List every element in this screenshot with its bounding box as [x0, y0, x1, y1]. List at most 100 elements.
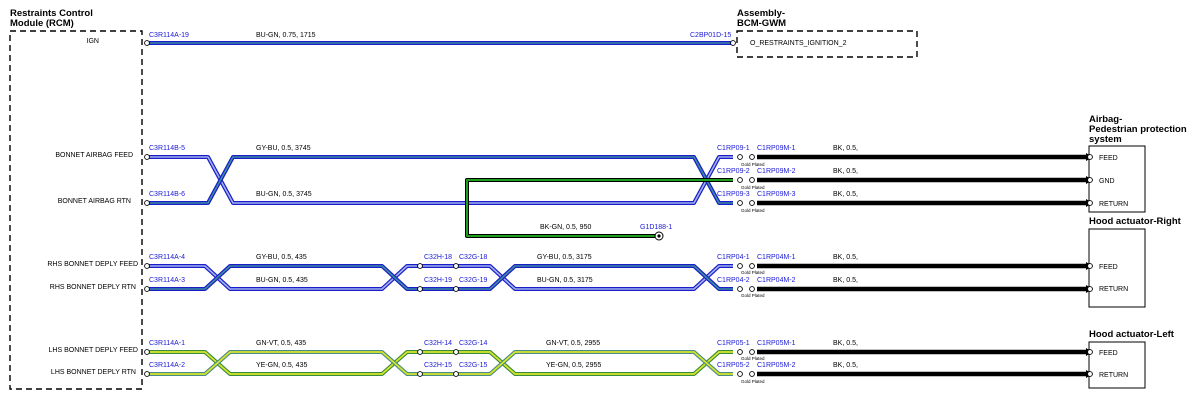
connector-c3r114a-19: C3R114A-19 — [149, 32, 189, 39]
rcm-pin-bonnet-feed: BONNET AIRBAG FEED — [55, 152, 133, 159]
w-br-inner-stripe — [147, 156, 733, 204]
hood-left-pin-return: RETURN — [1099, 372, 1128, 379]
connector-c32g-14: C32G-14 — [459, 340, 488, 347]
bcm-module-box — [736, 30, 918, 58]
connector-c32h-15: C32H-15 — [424, 362, 452, 369]
connector-c1rp04m-2: C1RP04M-2 — [757, 277, 796, 284]
connector-c1rp09-1: C1RP09-1 — [717, 145, 750, 152]
airbag-system-box — [1088, 145, 1146, 213]
pin-dot — [144, 263, 150, 269]
connector-c3r114a-2: C3R114A-2 — [149, 362, 185, 369]
connector-c32g-15: C32G-15 — [459, 362, 488, 369]
pin-dot — [144, 349, 150, 355]
connector-c3r114a-1: C3R114A-1 — [149, 340, 185, 347]
gold-plated-note-2: Gold Plated — [741, 185, 765, 190]
pin-dot — [1087, 177, 1093, 183]
pin-dot — [737, 177, 743, 183]
wire-label-bk-6: BK, 0.5, — [833, 340, 858, 347]
pin-dot — [749, 154, 755, 160]
connector-c2bp01d-15: C2BP01D-15 — [690, 32, 731, 39]
connector-g1d188-1: G1D188-1 — [640, 224, 672, 231]
connector-c1rp09m-2: C1RP09M-2 — [757, 168, 796, 175]
wire-label-bk-1: BK, 0.5, — [833, 145, 858, 152]
wire-label-rhs-bot-a: BU-GN, 0.5, 435 — [256, 277, 308, 284]
pin-dot — [453, 263, 459, 269]
pin-dot — [144, 371, 150, 377]
pin-dot — [737, 349, 743, 355]
w-gnd-inner-stripe — [466, 179, 733, 237]
pin-dot — [1087, 154, 1093, 160]
connector-c1rp04-2: C1RP04-2 — [717, 277, 750, 284]
pin-dot — [749, 349, 755, 355]
gold-plated-note-4: Gold Plated — [741, 270, 765, 275]
connector-c3r114b-5: C3R114B-5 — [149, 145, 185, 152]
hood-left-pin-feed: FEED — [1099, 350, 1118, 357]
gold-plated-note-3: Gold Plated — [741, 208, 765, 213]
connector-c1rp05m-2: C1RP05M-2 — [757, 362, 796, 369]
pin-dot — [144, 286, 150, 292]
wire-label-ign: BU-GN, 0.75, 1715 — [256, 32, 316, 39]
pin-dot — [749, 371, 755, 377]
pin-dot — [453, 349, 459, 355]
pin-dot — [453, 371, 459, 377]
pin-dot — [1087, 200, 1093, 206]
pin-dot — [1087, 263, 1093, 269]
bcm-pin-label: O_RESTRAINTS_IGNITION_2 — [750, 40, 847, 47]
airbag-title-line2: Pedestrian protection — [1089, 124, 1187, 135]
airbag-pin-gnd: GND — [1099, 178, 1115, 185]
connector-c3r114a-4: C3R114A-4 — [149, 254, 185, 261]
wire-label-bk-3: BK, 0.5, — [833, 191, 858, 198]
w-bf-inner-stripe — [147, 156, 733, 204]
pin-dot — [749, 263, 755, 269]
wire-layer — [147, 41, 1086, 377]
hood-right-pin-feed: FEED — [1099, 264, 1118, 271]
gold-plated-note-7: Gold Plated — [741, 379, 765, 384]
gold-plated-note-5: Gold Plated — [741, 293, 765, 298]
hood-left-title: Hood actuator-Left — [1089, 329, 1175, 340]
pin-dot — [144, 40, 150, 46]
airbag-pin-return: RETURN — [1099, 201, 1128, 208]
rcm-pin-ign: IGN — [87, 38, 99, 45]
connector-c32h-14: C32H-14 — [424, 340, 452, 347]
pin-dot — [737, 263, 743, 269]
hood-right-pin-return: RETURN — [1099, 286, 1128, 293]
wire-label-lhs-top-a: GN-VT, 0.5, 435 — [256, 340, 306, 347]
gold-plated-note-6: Gold Plated — [741, 356, 765, 361]
wire-label-rhs-bot-b: BU-GN, 0.5, 3175 — [537, 277, 593, 284]
pin-dot — [1087, 286, 1093, 292]
connector-c1rp09-2: C1RP09-2 — [717, 168, 750, 175]
wire-label-bonnet-top: GY-BU, 0.5, 3745 — [256, 145, 311, 152]
wire-label-lhs-bot-b: YE-GN, 0.5, 2955 — [546, 362, 601, 369]
connector-c1rp09m-3: C1RP09M-3 — [757, 191, 796, 198]
bcm-title-line1: Assembly- — [737, 8, 785, 19]
connector-c1rp09m-1: C1RP09M-1 — [757, 145, 796, 152]
pin-dot — [749, 200, 755, 206]
wire-label-rhs-top-a: GY-BU, 0.5, 435 — [256, 254, 307, 261]
rcm-pin-lhs-rtn: LHS BONNET DEPLY RTN — [51, 369, 136, 376]
pin-dot — [749, 177, 755, 183]
connector-c32h-19: C32H-19 — [424, 277, 452, 284]
pin-dot — [417, 263, 423, 269]
connector-c1rp04-1: C1RP04-1 — [717, 254, 750, 261]
pin-dot — [417, 371, 423, 377]
rcm-pin-lhs-feed: LHS BONNET DEPLY FEED — [49, 347, 138, 354]
pin-dot — [737, 371, 743, 377]
pin-dot — [730, 40, 736, 46]
rcm-pin-rhs-rtn: RHS BONNET DEPLY RTN — [50, 284, 136, 291]
hood-left-box — [1088, 341, 1146, 389]
wire-label-lhs-bot-a: YE-GN, 0.5, 435 — [256, 362, 307, 369]
ground-symbol — [654, 231, 664, 241]
pin-dot — [144, 154, 150, 160]
pin-dot — [737, 286, 743, 292]
pin-dot — [737, 154, 743, 160]
connector-c1rp05m-1: C1RP05M-1 — [757, 340, 796, 347]
pin-dot — [1087, 371, 1093, 377]
rcm-pin-bonnet-rtn: BONNET AIRBAG RTN — [58, 198, 131, 205]
rcm-pin-rhs-feed: RHS BONNET DEPLY FEED — [47, 261, 138, 268]
pin-dot — [417, 286, 423, 292]
wire-label-bk-7: BK, 0.5, — [833, 362, 858, 369]
pin-dot — [144, 200, 150, 206]
wire-label-bk-4: BK, 0.5, — [833, 254, 858, 261]
connector-c1rp04m-1: C1RP04M-1 — [757, 254, 796, 261]
